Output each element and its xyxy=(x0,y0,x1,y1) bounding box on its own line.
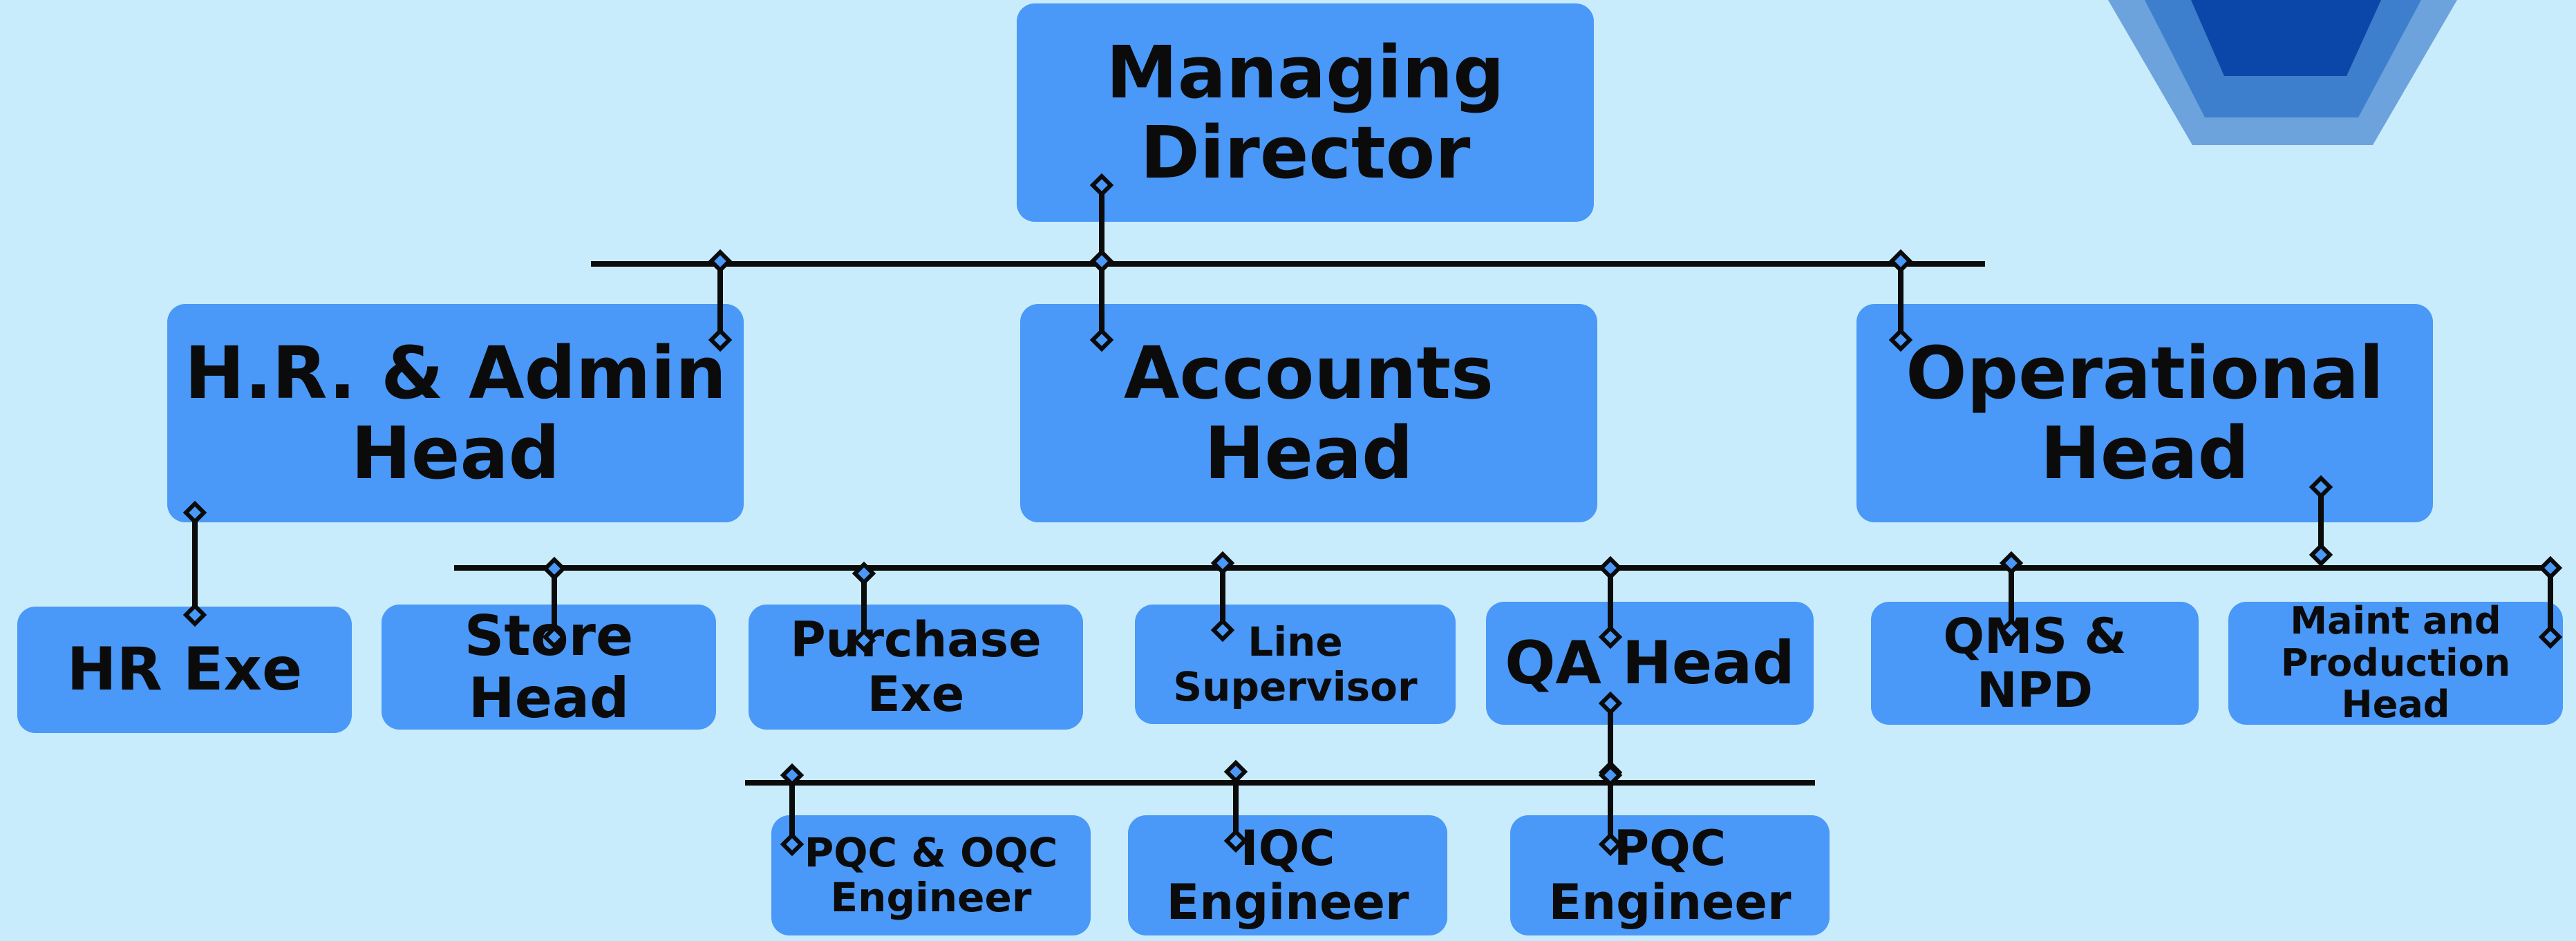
node-operational-head: Operational Head xyxy=(1856,304,2433,522)
node-qms-npd: QMS & NPD xyxy=(1871,602,2199,725)
node-pqc-engineer-label: PQC Engineer xyxy=(1548,819,1792,931)
node-operational-head-line2: Head xyxy=(2040,411,2250,495)
node-store-head: Store Head xyxy=(382,605,716,730)
node-purchase-exe: Purchase Exe xyxy=(749,605,1083,730)
node-managing-director-line2: Director xyxy=(1140,111,1471,195)
node-hr-admin-head: H.R. & Admin Head xyxy=(167,304,744,522)
node-pqc-engineer: PQC Engineer xyxy=(1510,815,1830,935)
node-hr-admin-head-line2: Head xyxy=(350,411,561,495)
node-accounts-head-label: Accounts Head xyxy=(1124,330,1494,495)
node-hr-exe-label: HR Exe xyxy=(66,635,303,705)
node-accounts-head: Accounts Head xyxy=(1020,304,1597,522)
node-managing-director: Managing Director xyxy=(1017,3,1594,222)
node-hr-admin-head-line1: H.R. & Admin xyxy=(184,330,727,415)
node-purchase-exe-label: Purchase Exe xyxy=(790,611,1042,723)
node-store-head-label: Store Head xyxy=(464,603,634,730)
node-managing-director-line1: Managing xyxy=(1106,30,1505,115)
hexagon-logo-icon xyxy=(2108,0,2457,145)
node-maint-production-head-line2: Production Head xyxy=(2280,640,2511,727)
node-line-supervisor-label: Line Supervisor xyxy=(1173,618,1418,710)
node-qms-npd-label: QMS & NPD xyxy=(1943,607,2127,719)
node-qa-head: QA Head xyxy=(1486,602,1814,725)
node-pqc-oqc-engineer: PQC & OQC Engineer xyxy=(771,815,1091,935)
node-maint-production-head: Maint and Production Head xyxy=(2228,599,2563,727)
node-iqc-engineer-label: IQC Engineer xyxy=(1166,819,1409,931)
node-iqc-engineer: IQC Engineer xyxy=(1128,815,1447,935)
node-hr-exe: HR Exe xyxy=(17,607,352,733)
node-operational-head-line1: Operational xyxy=(1906,330,2384,415)
node-maint-production-head-line1: Maint and xyxy=(2290,599,2501,643)
node-line-supervisor: Line Supervisor xyxy=(1135,605,1456,724)
node-pqc-oqc-engineer-line2: Engineer xyxy=(830,874,1032,921)
node-qa-head-label: QA Head xyxy=(1505,628,1795,698)
node-pqc-oqc-engineer-line1: PQC & OQC xyxy=(804,829,1058,877)
